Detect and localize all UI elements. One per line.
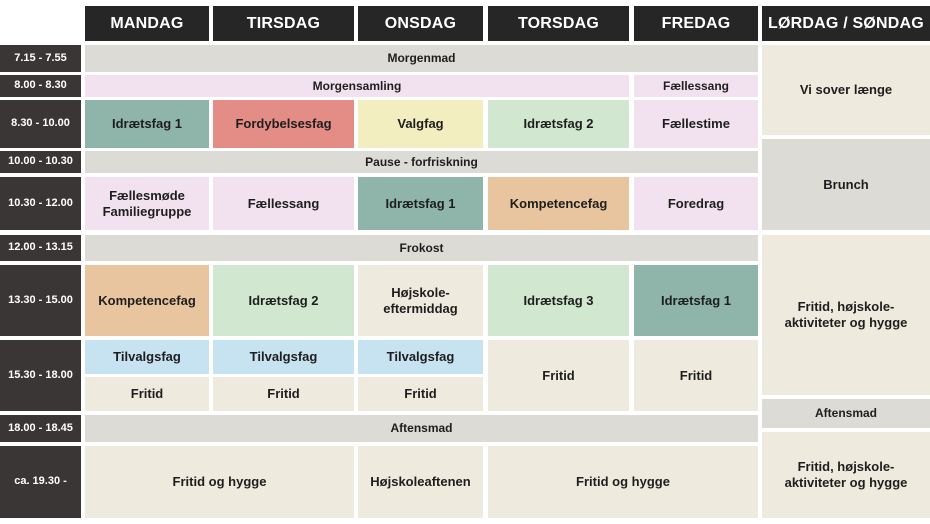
event-fredag-faellestime: Fællestime [634,100,758,148]
header-weekend: LØRDAG / SØNDAG [762,6,930,41]
event-morgensamling: Morgensamling [85,75,629,97]
event-onsdag-hojskole-eftermiddag: Højskole-eftermiddag [358,265,483,336]
header-torsdag: TORSDAG [488,6,629,41]
header-mandag: MANDAG [85,6,209,41]
time-slot: 8.30 - 10.00 [0,100,81,148]
event-tirsdag-fritid: Fritid [213,377,354,411]
event-tirsdag-faellessang: Fællessang [213,177,354,230]
event-torsdag-idraetsfag-2: Idrætsfag 2 [488,100,629,148]
event-mandag-kompetencefag: Kompetencefag [85,265,209,336]
time-slot: 10.00 - 10.30 [0,151,81,173]
event-onsdag-hojskoleaften: Højskoleaftenen [358,446,483,518]
event-fredag-fritid: Fritid [634,340,758,411]
event-weekend-sover-laenge: Vi sover længe [762,45,930,135]
event-mandag-fritid: Fritid [85,377,209,411]
time-slot: 10.30 - 12.00 [0,177,81,230]
time-slot: 13.30 - 15.00 [0,265,81,336]
event-weekend-brunch: Brunch [762,139,930,230]
event-weekend-aften: Fritid, højskole-aktiviteter og hygge [762,432,930,518]
event-fredag-faellessang: Fællessang [634,75,758,97]
header-fredag: FREDAG [634,6,758,41]
event-torsdag-fredag-aften: Fritid og hygge [488,446,758,518]
event-pause: Pause - forfriskning [85,151,758,173]
event-tirsdag-idraetsfag-2: Idrætsfag 2 [213,265,354,336]
event-tirsdag-tilvalgsfag: Tilvalgsfag [213,340,354,374]
event-mandag-faellesmode: Fællesmøde Familiegruppe [85,177,209,230]
event-morgenmad: Morgenmad [85,45,758,72]
event-onsdag-valgfag: Valgfag [358,100,483,148]
event-torsdag-kompetencefag: Kompetencefag [488,177,629,230]
event-onsdag-tilvalgsfag: Tilvalgsfag [358,340,483,374]
event-onsdag-idraetsfag-1: Idrætsfag 1 [358,177,483,230]
event-weekend-aftensmad: Aftensmad [762,399,930,428]
time-slot: 12.00 - 13.15 [0,235,81,261]
event-tirsdag-fordybelsesfag: Fordybelsesfag [213,100,354,148]
header-tirsdag: TIRSDAG [213,6,354,41]
time-slot: ca. 19.30 - [0,446,81,518]
event-mandag-tilvalgsfag: Tilvalgsfag [85,340,209,374]
time-slot: 15.30 - 18.00 [0,340,81,411]
header-onsdag: ONSDAG [358,6,483,41]
event-fredag-idraetsfag-1: Idrætsfag 1 [634,265,758,336]
event-onsdag-fritid: Fritid [358,377,483,411]
event-aftensmad: Aftensmad [85,415,758,442]
event-fredag-foredrag: Foredrag [634,177,758,230]
time-slot: 8.00 - 8.30 [0,75,81,97]
event-frokost: Frokost [85,235,758,261]
event-mandag-tirsdag-aften: Fritid og hygge [85,446,354,518]
event-mandag-idraetsfag-1: Idrætsfag 1 [85,100,209,148]
time-slot: 18.00 - 18.45 [0,415,81,442]
time-slot: 7.15 - 7.55 [0,45,81,72]
event-torsdag-idraetsfag-3: Idrætsfag 3 [488,265,629,336]
event-weekend-eftermiddag: Fritid, højskole-aktiviteter og hygge [762,235,930,395]
event-torsdag-fritid: Fritid [488,340,629,411]
